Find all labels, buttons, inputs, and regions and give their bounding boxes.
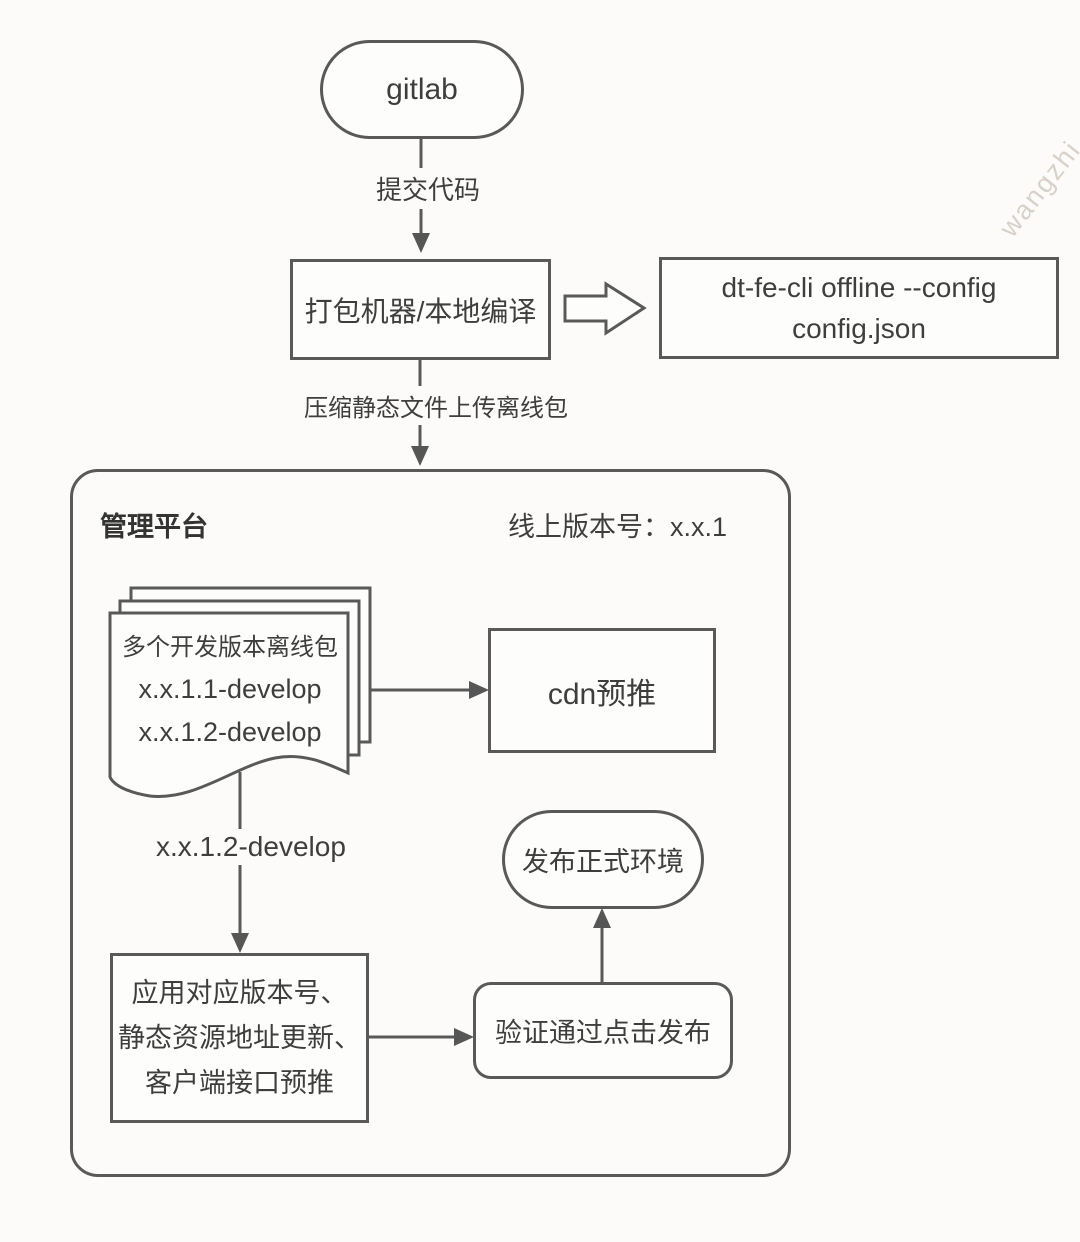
platform-title: 管理平台 xyxy=(100,512,208,542)
apply-version-line1: 应用对应版本号、 xyxy=(131,977,348,1008)
offline-package-list: 多个开发版本离线包 x.x.1.1-develop x.x.1.2-develo… xyxy=(112,627,348,754)
node-cdn-prepush-label: cdn预推 xyxy=(547,677,657,711)
arrow-to-cdn xyxy=(370,681,489,699)
node-verify-publish: 验证通过点击发布 xyxy=(473,982,733,1079)
offline-package-item: x.x.1.2-develop xyxy=(138,717,322,747)
node-release-production: 发布正式环境 xyxy=(502,810,704,909)
offline-package-item: x.x.1.1-develop xyxy=(138,674,322,704)
cli-command-line1: dt-fe-cli offline --config xyxy=(721,272,997,303)
node-build-machine-label: 打包机器/本地编译 xyxy=(304,295,537,327)
node-gitlab-label: gitlab xyxy=(386,72,458,106)
management-platform-container xyxy=(70,469,791,1177)
edge-label-upload: 压缩静态文件上传离线包 xyxy=(296,386,576,425)
arrow-to-verify xyxy=(368,1028,474,1046)
node-cli-command: dt-fe-cli offline --config config.json xyxy=(659,257,1059,359)
offline-package-stack xyxy=(108,586,372,798)
node-gitlab: gitlab xyxy=(320,40,524,139)
arrow-to-release xyxy=(593,908,611,982)
node-verify-publish-label: 验证通过点击发布 xyxy=(495,1018,711,1048)
apply-version-line2: 静态资源地址更新、 xyxy=(118,1022,361,1053)
node-build-machine: 打包机器/本地编译 xyxy=(290,259,551,360)
offline-package-title: 多个开发版本离线包 xyxy=(122,634,338,661)
apply-version-line3: 客户端接口预推 xyxy=(145,1067,334,1098)
edge-label-commit: 提交代码 xyxy=(368,168,489,209)
edge-label-selected-version: x.x.1.2-develop xyxy=(148,829,354,865)
block-arrow-cli xyxy=(563,281,647,336)
node-cdn-prepush: cdn预推 xyxy=(488,628,716,753)
platform-online-version: 线上版本号：x.x.1 xyxy=(508,512,728,542)
node-apply-version: 应用对应版本号、 静态资源地址更新、 客户端接口预推 xyxy=(110,953,369,1123)
cli-command-line2: config.json xyxy=(792,313,926,344)
node-release-production-label: 发布正式环境 xyxy=(522,847,684,877)
